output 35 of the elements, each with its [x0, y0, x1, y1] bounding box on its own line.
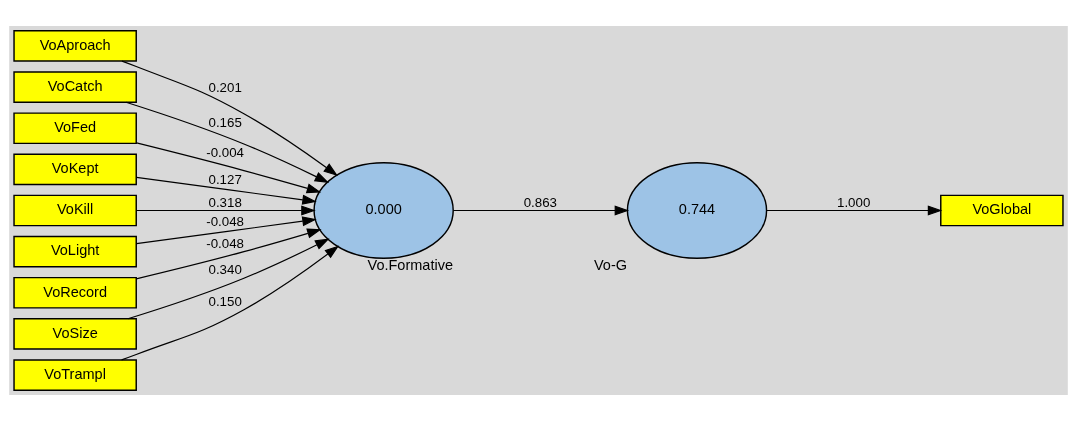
node-box: VoLight: [13, 235, 137, 268]
arrow: [135, 142, 322, 194]
edge-label: 0.340: [208, 262, 242, 278]
node-ellipse: 0.744: [626, 162, 768, 259]
arrow: [135, 216, 317, 245]
node-box: VoAproach: [13, 30, 137, 62]
node-box: VoKept: [13, 153, 137, 186]
edge-label: 0.150: [208, 293, 242, 309]
arrow: [135, 228, 322, 280]
edge-label: 0.318: [208, 194, 242, 210]
edge-label: 0.863: [523, 194, 557, 210]
arrow: [125, 101, 330, 184]
node-box: VoTrampl: [13, 359, 137, 391]
node-label: Vo.Formative: [367, 256, 453, 273]
node-box: VoFed: [13, 112, 137, 145]
node-box: VoCatch: [13, 71, 137, 103]
arrow: [121, 60, 338, 177]
arrow: [766, 205, 943, 216]
arrow: [135, 205, 316, 216]
node-box: VoGlobal: [940, 194, 1064, 227]
arrow: [127, 238, 330, 320]
edge-label: -0.048: [206, 213, 244, 229]
node-box: VoSize: [13, 318, 137, 350]
edge-label: -0.048: [206, 235, 244, 251]
node-box: VoRecord: [13, 276, 137, 309]
arrow: [452, 205, 630, 216]
node-label: Vo-G: [593, 256, 628, 273]
arrow: [120, 245, 340, 361]
edge-label: 0.165: [208, 114, 242, 130]
arrow: [135, 176, 317, 205]
node-box: VoKill: [13, 194, 137, 227]
edge-label: 0.201: [208, 79, 242, 95]
edge-label: 0.127: [208, 171, 242, 187]
edge-label: -0.004: [206, 145, 244, 161]
edge-label: 1.000: [837, 194, 871, 210]
